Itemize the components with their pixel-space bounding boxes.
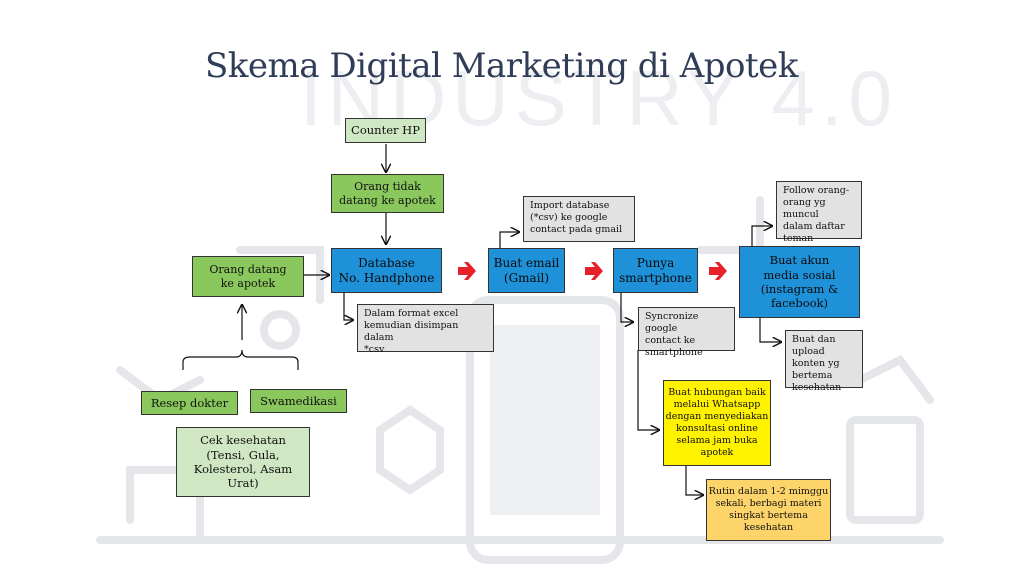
- node-syncronize: Syncronize google contact ke smartphone: [638, 307, 735, 358]
- node-upload: Buat dan upload konten yg bertema keseha…: [785, 330, 863, 393]
- connector-smartphone-to-sync: [620, 293, 633, 322]
- bracket-resep-swamedikasi: [182, 349, 299, 370]
- node-rutin: Rutin dalam 1-2 mimggu sekali, berbagi m…: [706, 479, 831, 541]
- connector-email-to-import: [499, 232, 519, 248]
- node-buat-hubungan: Buat hubungan baik melalui Whatsapp deng…: [663, 380, 771, 466]
- node-database: Database No. Handphone: [331, 248, 442, 293]
- node-follow: Follow orang- orang yg muncul dalam daft…: [776, 181, 862, 244]
- connector-whatsapp-to-rutin: [685, 466, 703, 495]
- red-arrow-2: [585, 262, 603, 280]
- node-buat-email: Buat email (Gmail): [488, 248, 565, 293]
- node-counter-hp: Counter HP: [345, 118, 426, 143]
- page-title: Skema Digital Marketing di Apotek: [205, 46, 798, 86]
- node-dalam-format: Dalam format excel kemudian disimpan dal…: [357, 304, 494, 355]
- node-import-database: Import database (*csv) ke google contact…: [523, 196, 635, 242]
- node-swamedikasi: Swamedikasi: [250, 389, 347, 413]
- connector-smartphone-to-whatsapp: [637, 350, 659, 430]
- connector-akun-to-follow: [751, 226, 772, 248]
- red-arrow-3: [709, 262, 727, 280]
- node-cek-kesehatan: Cek kesehatan (Tensi, Gula, Kolesterol, …: [176, 427, 310, 497]
- node-buat-akun: Buat akun media sosial (instagram & face…: [739, 246, 860, 318]
- node-orang-datang: Orang datang ke apotek: [192, 256, 304, 297]
- node-orang-tidak-datang: Orang tidak datang ke apotek: [331, 174, 444, 213]
- node-resep-dokter: Resep dokter: [141, 391, 238, 415]
- connector-akun-to-upload: [759, 318, 781, 342]
- connector-database-to-format: [343, 293, 353, 320]
- red-arrow-1: [458, 262, 476, 280]
- node-punya-smartphone: Punya smartphone: [613, 248, 698, 293]
